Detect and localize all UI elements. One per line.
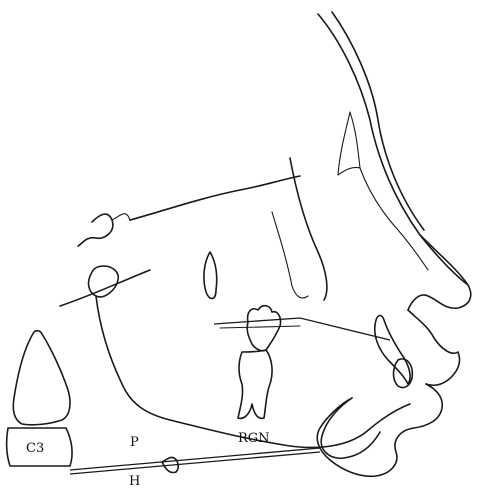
- frontal-sinus: [338, 112, 360, 175]
- h-line: [70, 452, 320, 474]
- pterygomaxillary-fissure: [204, 252, 217, 299]
- orbit-inner: [272, 212, 308, 298]
- sella-region: [78, 214, 113, 246]
- nasal-bone: [360, 168, 428, 270]
- orbit-outline: [290, 158, 327, 300]
- upper-lip: [408, 310, 460, 385]
- upper-incisor: [375, 316, 410, 385]
- cranial-base: [130, 176, 300, 220]
- upper-molar: [247, 306, 280, 351]
- nasal-soft-tissue: [408, 235, 471, 310]
- ramus-outline: [89, 266, 119, 297]
- occlusal-plane: [214, 318, 390, 340]
- palatal-line: [60, 270, 150, 306]
- c3-label: C3: [26, 441, 44, 456]
- lower-lip: [317, 384, 442, 476]
- frontal-bone-outer: [318, 14, 468, 285]
- p-line: [70, 448, 320, 470]
- rgn-label: RGN: [238, 431, 270, 446]
- palatal-plane-lower: [220, 326, 300, 328]
- clivus: [112, 214, 130, 220]
- p-label: P: [130, 435, 139, 450]
- lower-molar: [238, 350, 272, 418]
- frontal-bone-inner: [332, 12, 424, 230]
- h-label: H: [129, 474, 140, 489]
- c2-odontoid: [13, 331, 70, 425]
- ramus-posterior: [96, 296, 170, 420]
